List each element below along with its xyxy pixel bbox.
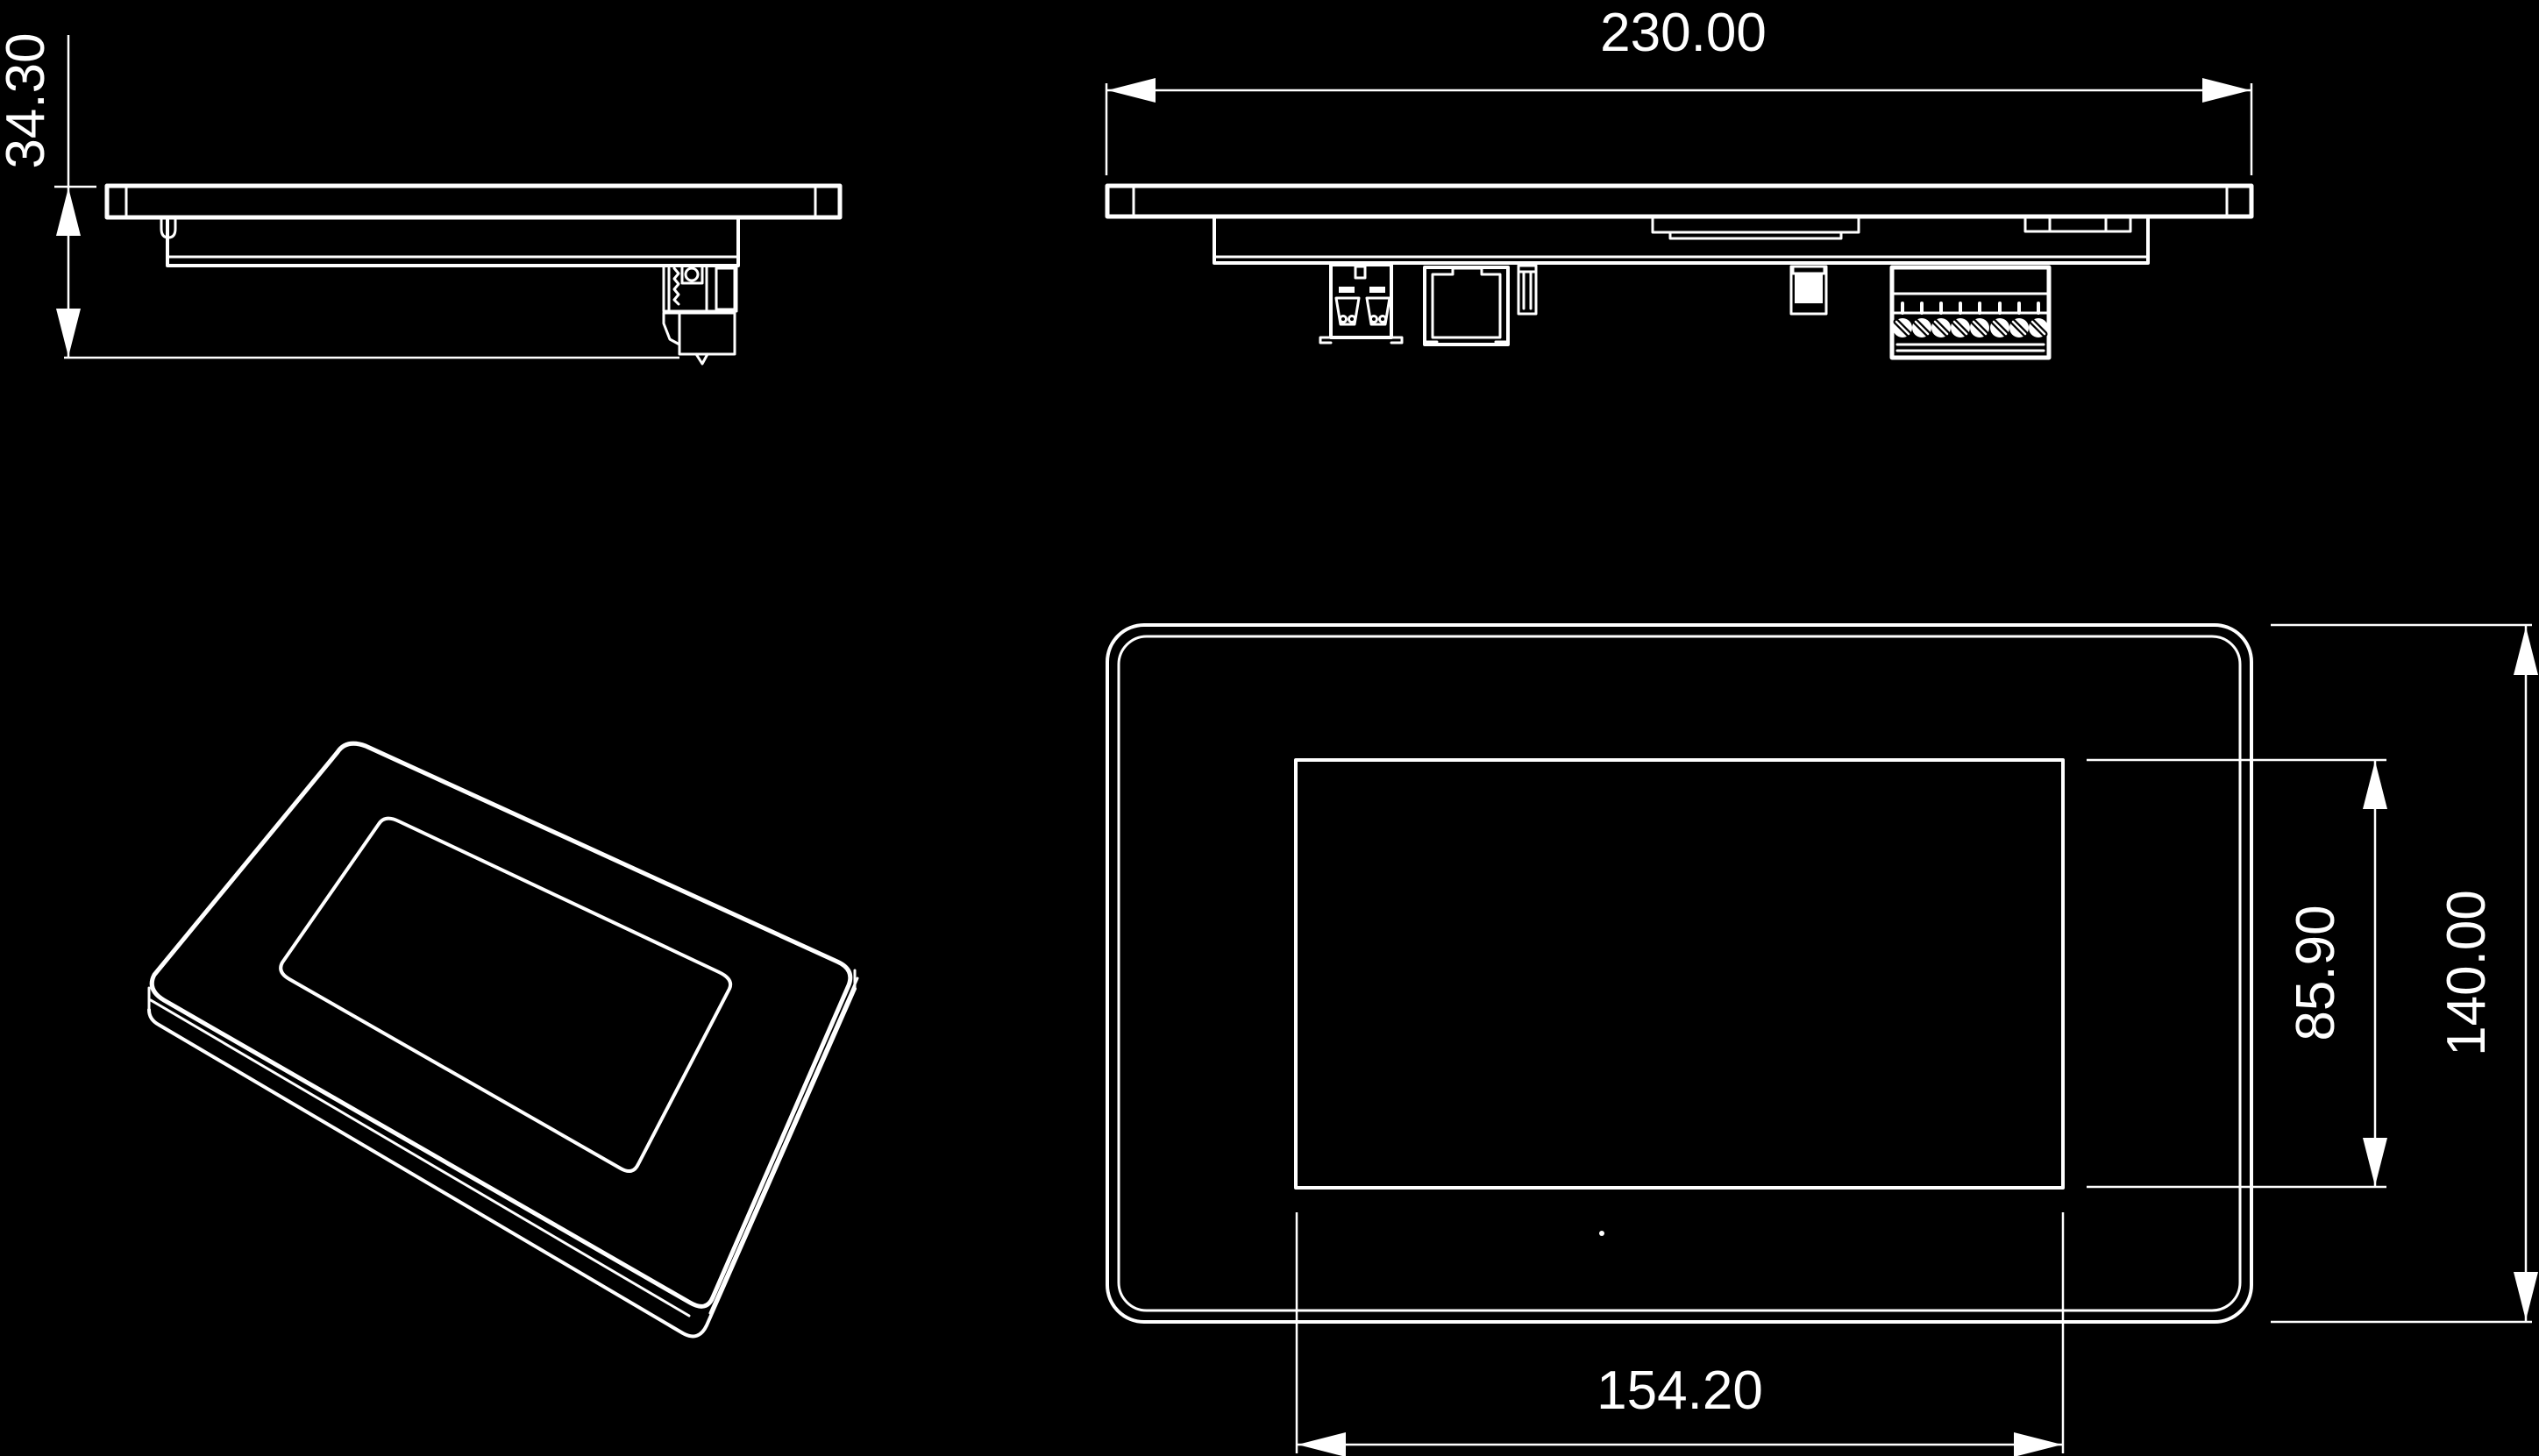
arrowhead-left	[1107, 78, 1156, 103]
dim-overall-height: 140.00	[2271, 623, 2538, 1324]
front-indicator-dot	[1599, 1231, 1604, 1236]
iso-top-face	[149, 741, 853, 1309]
side-connector-cluster	[662, 264, 738, 366]
mount-slot-center-inner	[1668, 231, 1843, 240]
dim-display-height-label: 85.90	[2286, 905, 2346, 1041]
usb-contact-icon	[1369, 287, 1385, 293]
dim-overall-width: 230.00	[1105, 3, 2253, 175]
usb-ports	[1319, 263, 1404, 344]
arrowhead-up	[2363, 761, 2387, 809]
ethernet-port	[1423, 266, 1510, 346]
dim-side-height-label: 34.30	[0, 32, 56, 168]
dim-side-height: 34.30	[0, 32, 679, 359]
dim-overall-height-label: 140.00	[2436, 890, 2497, 1056]
bottom-view	[1105, 183, 2254, 360]
arrowhead-up	[56, 188, 81, 236]
terminal-pins	[1901, 302, 2040, 315]
terminal-block	[1889, 265, 2052, 360]
front-inner-frame	[1117, 635, 2242, 1312]
front-view	[1106, 623, 2253, 1324]
dim-overall-width-label: 230.00	[1600, 3, 1767, 63]
bottom-bezel	[1105, 183, 2254, 219]
arrowhead-down	[2514, 1272, 2538, 1320]
bottom-body	[1213, 215, 2150, 265]
mount-slot-center	[1651, 215, 1860, 234]
side-body	[166, 216, 740, 267]
usb-contact-icon	[1339, 287, 1355, 293]
arrowhead-down	[2363, 1138, 2387, 1186]
terminal-screws	[1893, 318, 2048, 337]
arrowhead-down	[56, 309, 81, 357]
arrowhead-right	[2202, 78, 2251, 103]
front-outer-frame	[1106, 623, 2253, 1324]
arrowhead-right	[2014, 1432, 2062, 1456]
iso-display	[279, 816, 733, 1174]
dim-display-width-label: 154.20	[1597, 1360, 1763, 1421]
side-view	[104, 183, 843, 366]
antenna-connector	[1517, 264, 1538, 316]
front-display	[1294, 758, 2065, 1190]
micro-usb-port	[1789, 265, 1828, 316]
isometric-view	[147, 741, 859, 1339]
arrowhead-up	[2514, 627, 2538, 675]
dim-display-height: 85.90	[2087, 758, 2387, 1189]
dim-display-width: 154.20	[1295, 1212, 2065, 1456]
iso-side-faces	[147, 969, 859, 1339]
side-bezel	[104, 183, 843, 220]
mount-slot-right	[2023, 215, 2132, 233]
arrowhead-left	[1298, 1432, 1346, 1456]
